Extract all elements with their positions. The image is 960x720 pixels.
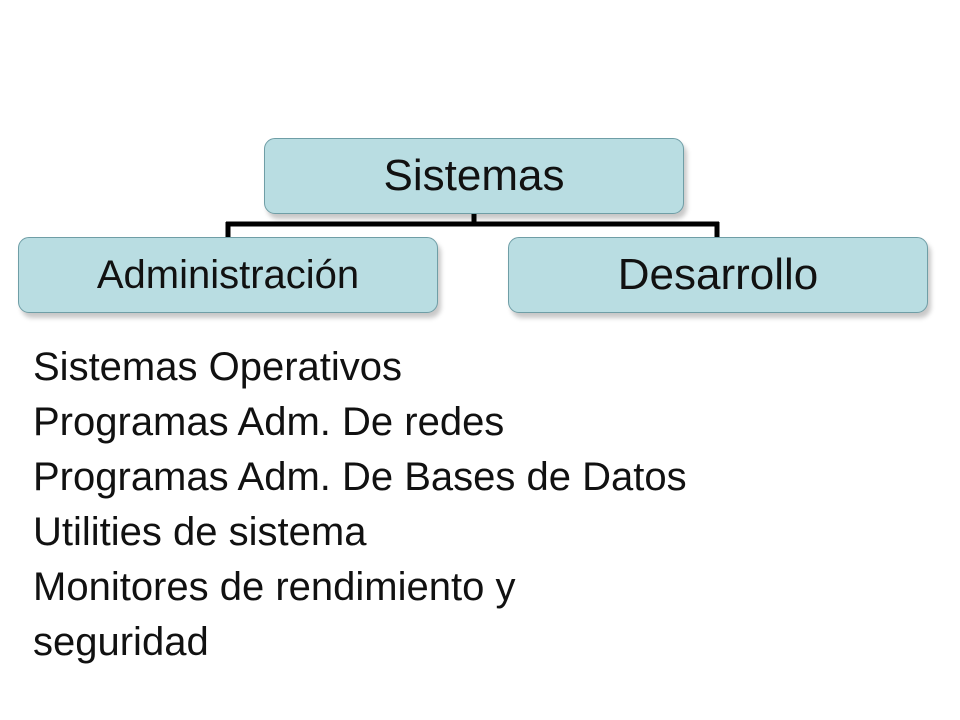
task-list-item: seguridad xyxy=(33,620,209,664)
task-list: Sistemas Operativos Programas Adm. De re… xyxy=(33,340,933,670)
task-list-item: Programas Adm. De Bases de Datos xyxy=(33,455,687,499)
task-list-item: Programas Adm. De redes xyxy=(33,400,505,444)
task-list-item: Utilities de sistema xyxy=(33,510,367,554)
org-node-desarrollo: Desarrollo xyxy=(508,237,928,313)
task-list-item: Sistemas Operativos xyxy=(33,345,403,389)
org-node-administracion: Administración xyxy=(18,237,438,313)
org-node-sistemas: Sistemas xyxy=(264,138,684,214)
org-node-desarrollo-label: Desarrollo xyxy=(617,250,819,299)
org-node-administracion-label: Administración xyxy=(96,252,360,297)
task-list-item: Monitores de rendimiento y xyxy=(33,565,516,609)
org-node-sistemas-label: Sistemas xyxy=(383,151,565,200)
